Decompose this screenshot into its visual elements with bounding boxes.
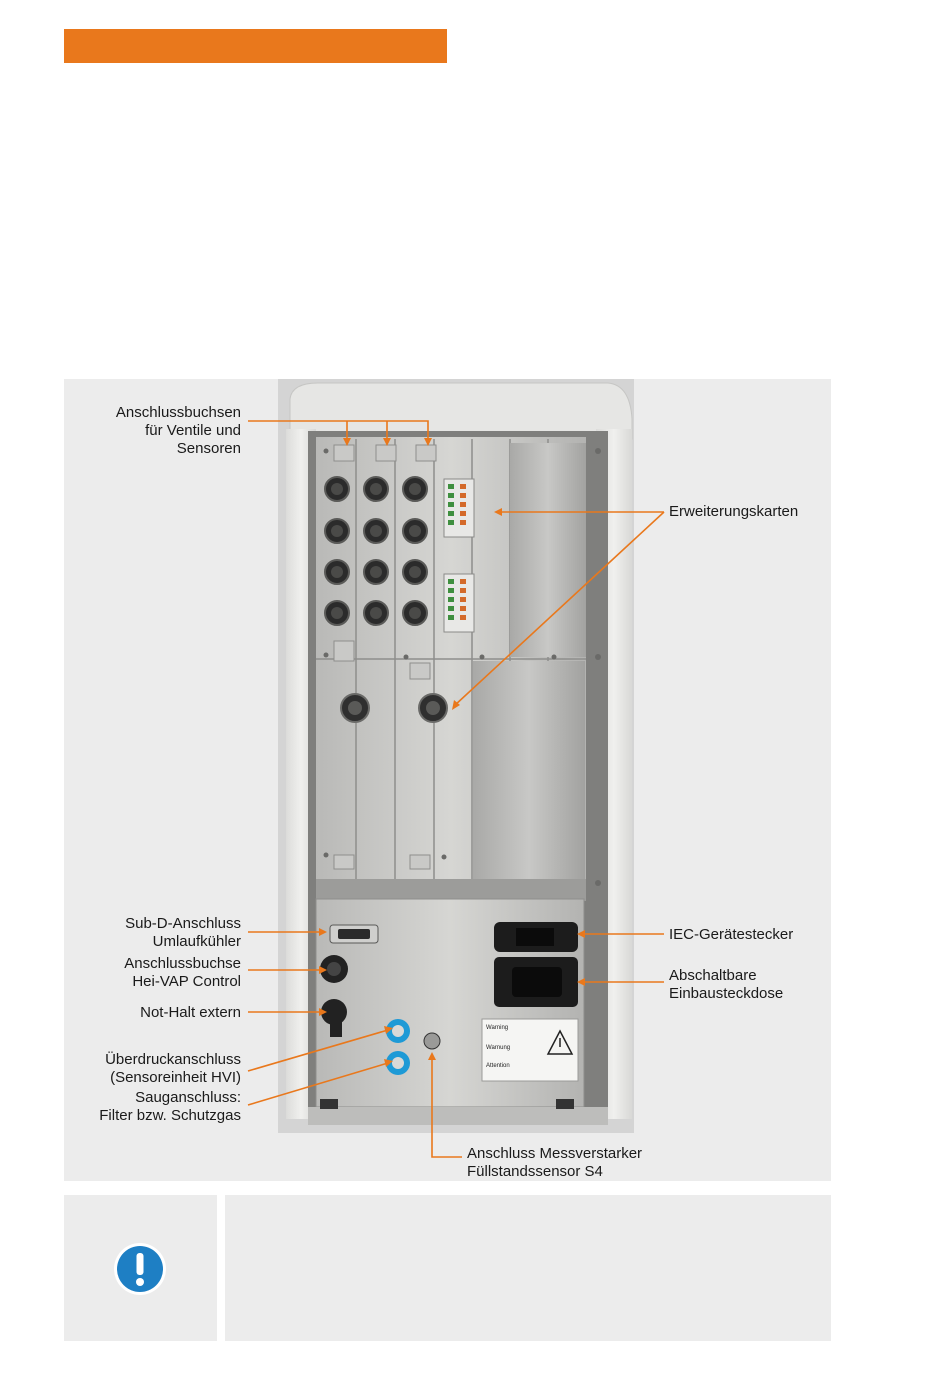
- device-rear-photo: Warning Warnung Attention: [278, 379, 634, 1133]
- label-valve-sockets: Anschlussbuchsen für Ventile und Sensore…: [115, 404, 241, 457]
- warning-triangle-icon: [546, 1029, 574, 1055]
- label-amplifier: Anschluss Messverstarker Füllstandssenso…: [467, 1145, 643, 1180]
- label-iec-plug: IEC-Gerätestecker: [669, 926, 794, 943]
- header-accent-bar: [64, 29, 447, 63]
- label-emergency-stop: Not-Halt extern: [140, 1004, 241, 1021]
- note-icon-panel: [64, 1195, 217, 1341]
- label-heivap-socket: Anschlussbuchse Hei-VAP Control: [124, 955, 241, 990]
- note-text-panel: [225, 1195, 831, 1341]
- label-expansion-cards: Erweiterungskarten: [669, 503, 799, 520]
- label-overpressure: Überdruckanschluss (Sensoreinheit HVI): [105, 1051, 241, 1086]
- label-switchable-socket: Abschaltbare Einbausteckdose: [669, 967, 784, 1002]
- sticker-attention: Attention: [486, 1063, 510, 1069]
- exclamation-info-icon: [114, 1243, 166, 1295]
- label-suction: Sauganschluss: Filter bzw. Schutzgas: [99, 1089, 241, 1124]
- label-subd: Sub-D-Anschluss Umlaufkühler: [125, 915, 241, 950]
- sticker-warnung: Warnung: [486, 1045, 510, 1051]
- sticker-warning: Warning: [486, 1025, 508, 1031]
